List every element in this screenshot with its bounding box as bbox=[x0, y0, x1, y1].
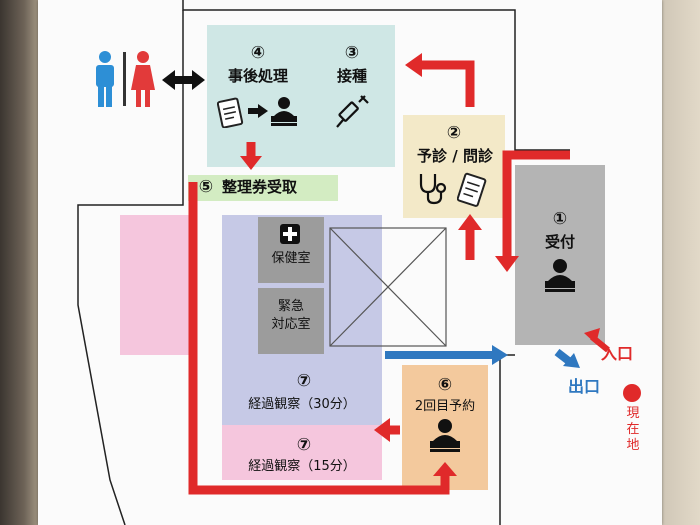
stethoscope-icon bbox=[419, 174, 447, 205]
toilet-divider bbox=[123, 52, 126, 106]
step4-label: 事後処理 bbox=[227, 67, 288, 85]
step3-label: 接種 bbox=[336, 67, 367, 85]
step6-number: ⑥ bbox=[437, 375, 453, 395]
arrow-right-icon bbox=[248, 104, 268, 118]
syringe-icon bbox=[336, 95, 369, 128]
clipboard-icon bbox=[217, 97, 244, 128]
female-toilet-icon bbox=[131, 51, 155, 107]
step7a-label: 経過観察（30分） bbox=[248, 397, 356, 412]
void-box bbox=[329, 227, 447, 347]
room-emergency bbox=[258, 288, 324, 354]
cross-icon bbox=[280, 224, 300, 244]
room-lavender-cover bbox=[222, 360, 382, 425]
step4-number: ④ bbox=[250, 43, 266, 63]
stamp-person-icon bbox=[545, 259, 575, 292]
room-step2 bbox=[403, 115, 505, 218]
background-wall-left bbox=[0, 0, 40, 525]
entrance-label: 入口 bbox=[600, 344, 633, 363]
current-location-dot bbox=[623, 384, 641, 402]
current-location-label-1: 現 bbox=[626, 406, 640, 421]
step1-number: ① bbox=[552, 209, 568, 229]
step7b-number: ⑦ bbox=[296, 435, 312, 455]
health-room-label: 保健室 bbox=[271, 251, 311, 266]
step1-label: 受付 bbox=[544, 233, 575, 251]
current-location-label-2: 在 bbox=[626, 422, 640, 437]
stamp-person-icon bbox=[271, 97, 297, 126]
emergency-room-label-2: 対応室 bbox=[271, 317, 311, 332]
clipboard-icon bbox=[457, 172, 487, 207]
current-location-label-3: 地 bbox=[626, 438, 640, 453]
step5-number: ⑤ bbox=[198, 177, 214, 197]
step7b-label: 経過観察（15分） bbox=[248, 459, 356, 474]
step5-label: 整理券受取 bbox=[222, 178, 298, 196]
room-pink-bottom bbox=[222, 425, 382, 480]
room-step5 bbox=[188, 175, 338, 201]
room-pink-left bbox=[120, 215, 190, 355]
background-wall-right bbox=[660, 0, 700, 525]
step3-number: ③ bbox=[344, 43, 360, 63]
step7a-number: ⑦ bbox=[296, 371, 312, 391]
male-toilet-icon bbox=[96, 51, 114, 107]
step2-number: ② bbox=[446, 123, 462, 143]
exit-label: 出口 bbox=[567, 377, 600, 396]
emergency-room-label-1: 緊急 bbox=[277, 299, 304, 314]
stamp-person-icon bbox=[430, 419, 460, 452]
step6-label: 2回目予約 bbox=[414, 399, 476, 414]
room-step1 bbox=[515, 165, 605, 345]
step2-label: 予診 / 問診 bbox=[417, 147, 493, 165]
